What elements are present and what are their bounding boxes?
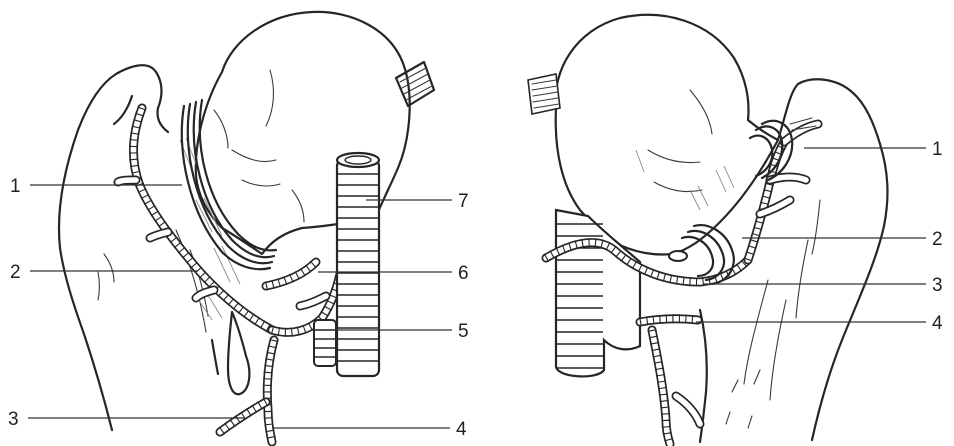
right-view: 1 2 3 4: [528, 15, 943, 444]
left-view: 1 2 3 4 5 6 7: [8, 12, 469, 442]
left-vessel-trunk: [314, 153, 379, 376]
left-label-6: 6: [458, 263, 469, 284]
right-label-4: 4: [932, 313, 943, 334]
right-labels: 1 2 3 4: [932, 139, 943, 334]
right-label-2: 2: [932, 229, 943, 250]
right-leaders: [696, 148, 926, 322]
right-label-1: 1: [932, 139, 943, 160]
left-label-2: 2: [10, 262, 21, 283]
left-retinacular-vessels: [182, 100, 276, 269]
right-ligament-stub: [528, 74, 560, 114]
left-label-5: 5: [458, 321, 469, 342]
left-label-4: 4: [456, 419, 467, 440]
left-label-3: 3: [8, 409, 19, 430]
left-label-7: 7: [458, 191, 469, 212]
left-label-1: 1: [10, 176, 21, 197]
left-circumflex-artery: [118, 108, 340, 442]
left-ligament-stub: [396, 62, 434, 106]
right-label-3: 3: [932, 275, 943, 296]
right-vessel-trunk: [556, 210, 640, 376]
